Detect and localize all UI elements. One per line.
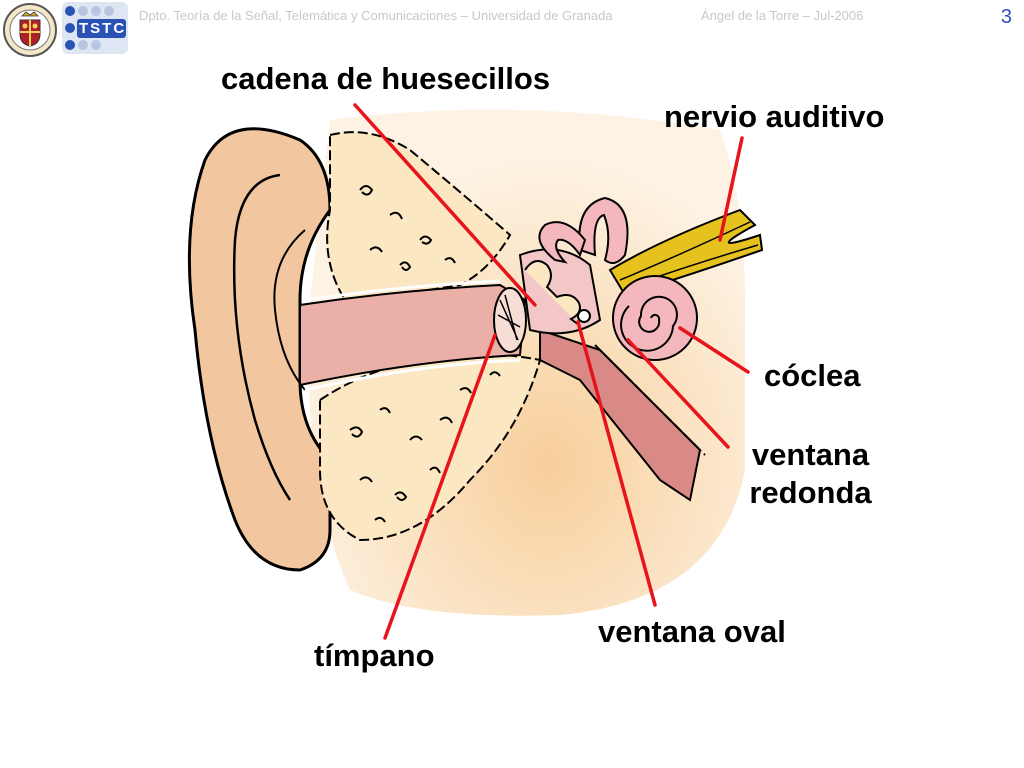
label-cochlea: cóclea [764, 358, 861, 393]
pinna-fold [232, 173, 292, 501]
pointer-round-window [626, 338, 730, 449]
ossicle-chain [524, 260, 581, 326]
pointer-nerve [718, 136, 744, 242]
label-ossicles: cadena de huesecillos [221, 61, 551, 96]
eardrum [493, 287, 527, 353]
cochlea [612, 275, 698, 361]
tstc-logo-text: TSTC [79, 20, 127, 37]
ear-canal-wall-upper [304, 279, 501, 302]
ear-canal-wall-lower [304, 358, 521, 392]
pointer-lines [353, 103, 750, 640]
pointer-eardrum [383, 333, 497, 640]
eardrum-lines [497, 294, 521, 341]
page-number: 3 [1000, 6, 1012, 28]
university-crest-icon [3, 3, 57, 57]
label-round-window-line2: redonda [749, 475, 872, 510]
bone-texture [349, 185, 501, 523]
oval-window [577, 309, 591, 323]
eustachian-tube-wall [594, 344, 706, 456]
pinna-concha [273, 229, 306, 391]
header-author-date: Ángel de la Torre – Jul-2006 [701, 8, 864, 23]
semicircular-canals [538, 196, 629, 265]
pointer-ossicles [353, 103, 537, 307]
auditory-nerve [608, 208, 764, 297]
pointer-cochlea [678, 326, 750, 374]
tstc-logo: TSTC [62, 2, 128, 54]
temporal-bone-upper [326, 131, 512, 302]
header-department: Dpto. Teoría de la Señal, Telemática y C… [139, 8, 613, 23]
label-auditory-nerve: nervio auditivo [664, 99, 885, 134]
slide-header: TSTC Dpto. Teoría de la Señal, Telemátic… [0, 0, 1024, 60]
label-eardrum: tímpano [314, 638, 435, 673]
tstc-logo-graphic [62, 2, 128, 54]
pointer-oval-window [576, 320, 657, 607]
label-oval-window: ventana oval [598, 614, 786, 649]
label-round-window-line1: ventana [751, 437, 870, 472]
label-round-window: ventana redonda [743, 436, 878, 512]
